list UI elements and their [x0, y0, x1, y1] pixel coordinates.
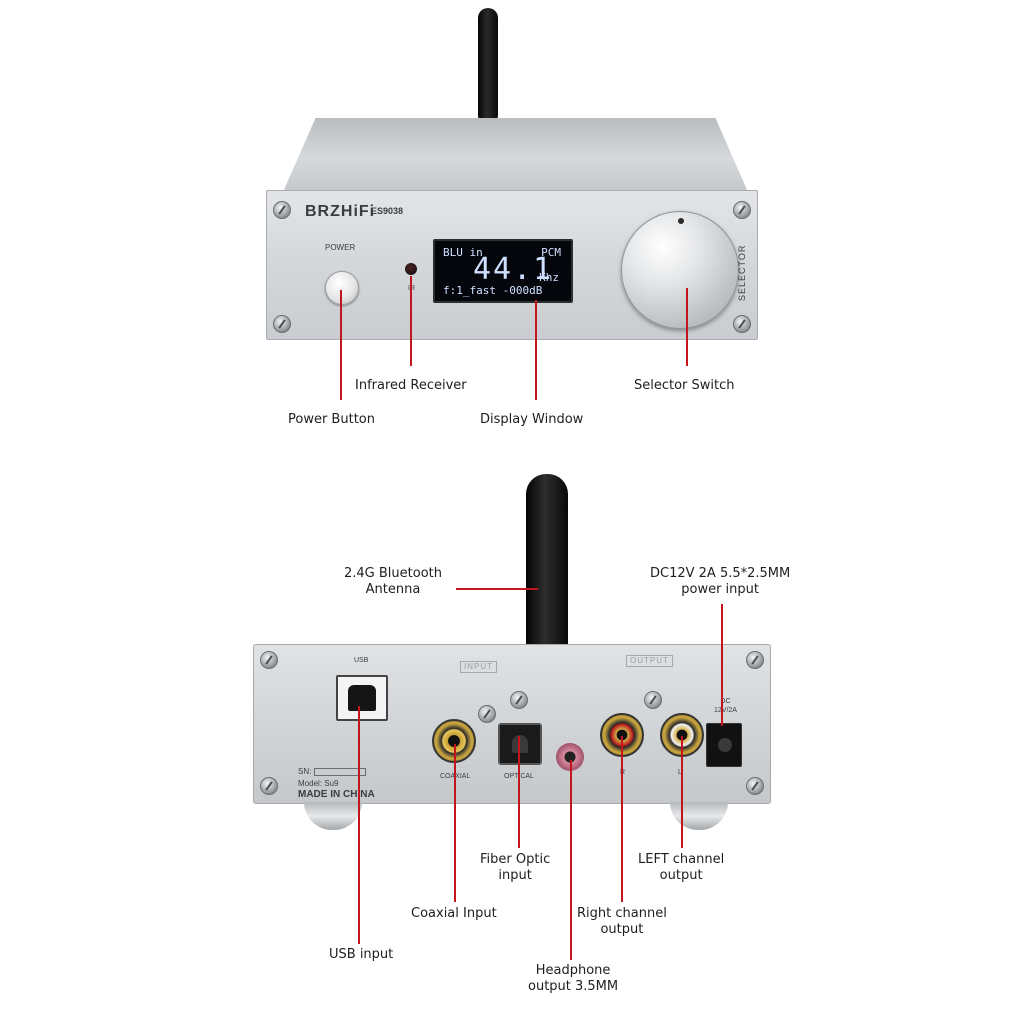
made-in-label: MADE IN CHINA: [298, 789, 375, 800]
screw-icon: [746, 651, 764, 669]
callout-headphone-line1: Headphone: [535, 963, 611, 978]
display-filter-volume: f:1_fast -000dB: [443, 284, 543, 297]
callout-fiber-line1: Fiber Optic: [480, 852, 551, 867]
callout-line: [686, 288, 688, 366]
callout-bt-antenna-line1: 2.4G Bluetooth: [344, 566, 442, 581]
display-unit: Khz: [539, 271, 559, 284]
callout-left-line2: output: [659, 868, 703, 883]
rubber-foot: [304, 802, 362, 830]
callout-line: [570, 760, 572, 960]
screw-icon: [478, 705, 496, 723]
display-source: BLU in: [443, 246, 483, 259]
callout-line: [358, 706, 360, 944]
callout-line: [340, 290, 342, 400]
selector-knob[interactable]: [621, 211, 739, 329]
rear-panel: USB INPUT OUTPUT COAXIAL OPTICAL R L DC …: [253, 644, 771, 804]
screw-icon: [273, 201, 291, 219]
front-chassis-top: [283, 118, 748, 192]
callout-usb: USB input: [329, 947, 394, 962]
display-window: BLU in PCM 44.1 Khz f:1_fast -000dB: [433, 239, 573, 303]
callout-display-window: Display Window: [480, 412, 584, 427]
display-sample-rate: 44.1: [473, 252, 554, 287]
power-button[interactable]: [325, 271, 359, 305]
dc-power-jack[interactable]: [706, 723, 742, 767]
callout-right-line2: output: [600, 922, 644, 937]
selector-label: SELECTOR: [737, 244, 747, 301]
callout-dc-power: DC12V 2A 5.5*2.5MM power input: [650, 566, 790, 598]
callout-line: [721, 604, 723, 726]
display-format: PCM: [541, 246, 561, 259]
screw-icon: [644, 691, 662, 709]
infrared-receiver: [405, 263, 417, 275]
callout-selector-switch: Selector Switch: [634, 378, 735, 393]
callout-left-line1: LEFT channel: [638, 852, 725, 867]
screw-icon: [733, 315, 751, 333]
callout-infrared-receiver: Infrared Receiver: [355, 378, 467, 393]
callout-right-line1: Right channel: [577, 906, 667, 921]
usb-label: USB: [354, 657, 369, 664]
callout-power-button: Power Button: [288, 412, 375, 427]
callout-line: [681, 736, 683, 848]
callout-dc-power-line1: DC12V 2A 5.5*2.5MM: [650, 566, 791, 581]
rear-bluetooth-antenna: [526, 474, 568, 656]
callout-bt-antenna: 2.4G Bluetooth Antenna: [344, 566, 442, 598]
screw-icon: [510, 691, 528, 709]
callout-line: [535, 300, 537, 400]
screw-icon: [746, 777, 764, 795]
callout-fiber-optic: Fiber Optic input: [480, 852, 550, 884]
dc-label: DC 12V/2A: [714, 698, 737, 714]
sn-field: [314, 768, 366, 776]
callout-headphone-line2: output 3.5MM: [528, 979, 619, 994]
callout-line: [410, 276, 412, 366]
left-label: L: [678, 769, 682, 776]
callout-line: [518, 736, 520, 848]
callout-line: [456, 588, 538, 590]
front-bluetooth-antenna: [478, 8, 498, 120]
model-label: Model: Su9: [298, 779, 339, 788]
screw-icon: [260, 651, 278, 669]
front-panel: BRZHiFi ES9038 POWER IR BLU in PCM 44.1 …: [266, 190, 758, 340]
power-label: POWER: [325, 243, 356, 252]
callout-left-channel: LEFT channel output: [638, 852, 724, 884]
sn-label: SN:: [298, 767, 312, 776]
callout-headphone: Headphone output 3.5MM: [528, 963, 618, 995]
callout-fiber-line2: input: [498, 868, 532, 883]
callout-line: [454, 744, 456, 902]
input-plate: INPUT: [460, 661, 497, 673]
model-name: ES9038: [371, 206, 404, 216]
screw-icon: [260, 777, 278, 795]
optical-port[interactable]: [498, 723, 542, 765]
output-plate: OUTPUT: [626, 655, 673, 667]
callout-coaxial: Coaxial Input: [411, 906, 497, 921]
knob-indicator-icon: [678, 218, 684, 224]
screw-icon: [733, 201, 751, 219]
callout-bt-antenna-line2: Antenna: [365, 582, 421, 597]
rubber-foot: [670, 802, 728, 830]
callout-right-channel: Right channel output: [577, 906, 667, 938]
screw-icon: [273, 315, 291, 333]
callout-line: [621, 736, 623, 902]
brand-logo: BRZHiFi: [305, 203, 376, 220]
callout-dc-power-line2: power input: [681, 582, 759, 597]
usb-port[interactable]: [336, 675, 388, 721]
